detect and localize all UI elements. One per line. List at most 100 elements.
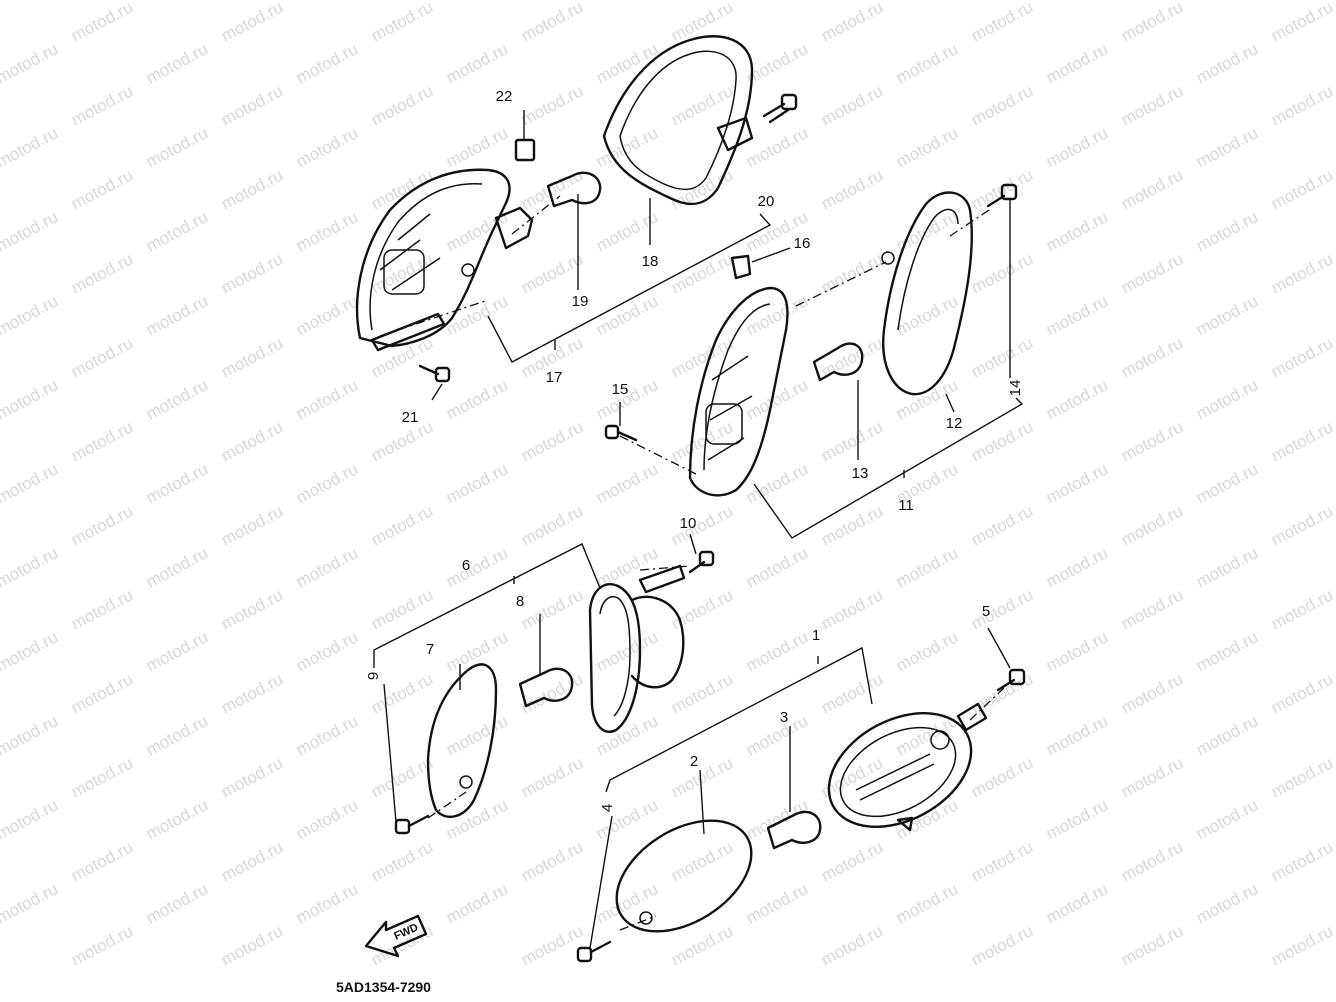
watermark-text: motod.ru: [1118, 165, 1186, 213]
watermark-text: motod.ru: [1193, 543, 1261, 591]
callout-6: 6: [462, 557, 470, 574]
watermark-text: motod.ru: [1193, 711, 1261, 759]
watermark-text: motod.ru: [593, 123, 661, 171]
watermark-text: motod.ru: [968, 837, 1036, 885]
watermark-text: motod.ru: [293, 627, 361, 675]
callout-11: 11: [898, 497, 914, 514]
watermark-text: motod.ru: [368, 165, 436, 213]
watermark-text: motod.ru: [443, 375, 511, 423]
watermark-text: motod.ru: [68, 417, 136, 465]
watermark-text: motod.ru: [368, 501, 436, 549]
watermark-text: motod.ru: [143, 375, 211, 423]
watermark-text: motod.ru: [1118, 0, 1186, 46]
watermark-text: motod.ru: [1118, 585, 1186, 633]
watermark-text: motod.ru: [1118, 249, 1186, 297]
watermark-text: motod.ru: [0, 207, 61, 255]
watermark-text: motod.ru: [593, 207, 661, 255]
watermark-text: motod.ru: [668, 669, 736, 717]
watermark-text: motod.ru: [1193, 123, 1261, 171]
watermark-text: motod.ru: [143, 627, 211, 675]
watermark-text: motod.ru: [443, 39, 511, 87]
watermark-text: motod.ru: [368, 585, 436, 633]
watermark-text: motod.ru: [1118, 837, 1186, 885]
watermark-text: motod.ru: [1043, 459, 1111, 507]
watermark-text: motod.ru: [368, 0, 436, 46]
watermark-text: motod.ru: [293, 123, 361, 171]
watermark-text: motod.ru: [1268, 837, 1336, 885]
screw-10: [688, 550, 715, 574]
watermark-text: motod.ru: [443, 627, 511, 675]
watermark-text: motod.ru: [1043, 291, 1111, 339]
callout-19: 19: [572, 293, 589, 310]
callout-21: 21: [402, 409, 419, 426]
watermark-text: motod.ru: [293, 711, 361, 759]
watermark-text: motod.ru: [1043, 879, 1111, 927]
callout-20: 20: [758, 193, 775, 210]
screw-15: [604, 424, 638, 442]
watermark-text: motod.ru: [68, 81, 136, 129]
watermark-text: motod.ru: [518, 417, 586, 465]
watermark-text: motod.ru: [1268, 249, 1336, 297]
watermark-text: motod.ru: [518, 921, 586, 969]
bracket-nut-22: [514, 138, 536, 162]
leader-lines: [373, 110, 1024, 949]
watermark-text: motod.ru: [518, 81, 586, 129]
watermark-text: motod.ru: [1193, 291, 1261, 339]
watermark-text: motod.ru: [368, 81, 436, 129]
bulb-19: [546, 171, 602, 208]
callout-8: 8: [516, 593, 524, 610]
watermark-text: motod.ru: [668, 417, 736, 465]
watermark-text: motod.ru: [893, 123, 961, 171]
watermark-text: motod.ru: [1043, 795, 1111, 843]
callout-5: 5: [982, 603, 990, 620]
flasher-housing-11: [688, 254, 789, 497]
watermark-text: motod.ru: [368, 249, 436, 297]
watermark-text: motod.ru: [968, 249, 1036, 297]
screw-4: [576, 940, 612, 963]
watermark-text: motod.ru: [968, 333, 1036, 381]
flasher-housing-6: [588, 564, 686, 733]
watermark-text: motod.ru: [1043, 207, 1111, 255]
watermark-text: motod.ru: [668, 81, 736, 129]
watermark-text: motod.ru: [968, 669, 1036, 717]
watermark-text: motod.ru: [0, 123, 61, 171]
watermark-text: motod.ru: [518, 165, 586, 213]
watermark-text: motod.ru: [1268, 165, 1336, 213]
watermark-text: motod.ru: [218, 921, 286, 969]
watermark-text: motod.ru: [218, 501, 286, 549]
watermark-text: motod.ru: [743, 543, 811, 591]
watermark-text: motod.ru: [593, 795, 661, 843]
lens-18: [602, 35, 754, 206]
watermark-text: motod.ru: [893, 627, 961, 675]
callout-18: 18: [642, 253, 659, 270]
watermark-text: motod.ru: [218, 669, 286, 717]
callout-10: 10: [680, 515, 697, 532]
watermark-text: motod.ru: [143, 879, 211, 927]
watermark-text: motod.ru: [293, 207, 361, 255]
watermark-text: motod.ru: [968, 81, 1036, 129]
screw-9: [394, 814, 430, 835]
watermark-text: motod.ru: [818, 501, 886, 549]
callout-22: 22: [496, 88, 513, 105]
watermark-text: motod.ru: [743, 711, 811, 759]
watermark-text: motod.ru: [593, 291, 661, 339]
watermark-text: motod.ru: [968, 921, 1036, 969]
watermark-text: motod.ru: [893, 879, 961, 927]
axis-lines: [379, 195, 1005, 931]
watermark-text: motod.ru: [1043, 39, 1111, 87]
lens-2: [615, 819, 753, 933]
watermark-text: motod.ru: [443, 795, 511, 843]
watermark-text: motod.ru: [218, 417, 286, 465]
watermark-text: motod.ru: [1268, 501, 1336, 549]
watermark-text: motod.ru: [893, 543, 961, 591]
watermark-text: motod.ru: [1268, 585, 1336, 633]
watermark-text: motod.ru: [218, 333, 286, 381]
watermark-text: motod.ru: [668, 501, 736, 549]
callout-labels: 1 2 3 4 5 6 7 8 9 10 11 12 13 14 15 16 1…: [365, 88, 1024, 812]
watermark-text: motod.ru: [1268, 417, 1336, 465]
watermark-text: motod.ru: [293, 291, 361, 339]
watermark-text: motod.ru: [218, 753, 286, 801]
watermark-text: motod.ru: [1118, 669, 1186, 717]
watermark-text: motod.ru: [743, 123, 811, 171]
